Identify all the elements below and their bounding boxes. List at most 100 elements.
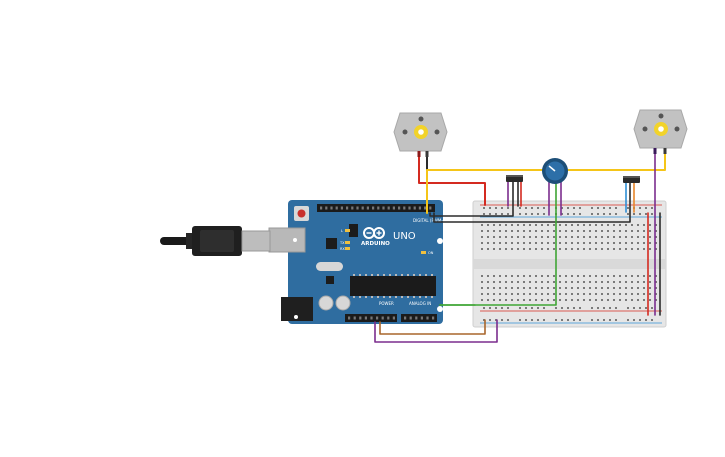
breadboard-hole — [511, 299, 513, 301]
analog-header-label: ANALOG IN — [409, 301, 431, 306]
breadboard-rail-hole — [567, 319, 569, 321]
power-header-label: POWER — [379, 301, 394, 306]
breadboard-hole — [505, 248, 507, 250]
breadboard-hole — [481, 242, 483, 244]
breadboard[interactable] — [472, 200, 667, 328]
breadboard-rail-hole — [531, 213, 533, 215]
header-pin — [392, 316, 395, 320]
breadboard-hole — [607, 287, 609, 289]
breadboard-hole — [595, 299, 597, 301]
breadboard-hole — [565, 281, 567, 283]
breadboard-hole — [607, 224, 609, 226]
breadboard-rail-hole — [519, 207, 521, 209]
usb-strain-relief — [186, 233, 194, 249]
breadboard-hole — [505, 236, 507, 238]
usb-plug-icon[interactable] — [160, 226, 271, 256]
breadboard-hole — [499, 224, 501, 226]
breadboard-rail-hole — [537, 213, 539, 215]
atmega-chip — [350, 276, 436, 296]
wire-purple-5v[interactable] — [374, 319, 498, 343]
dc-motor-icon[interactable] — [393, 112, 448, 157]
breadboard-hole — [583, 230, 585, 232]
wire-black-pin-to-transistor-left[interactable] — [429, 181, 514, 217]
breadboard-hole — [541, 299, 543, 301]
breadboard-hole — [577, 275, 579, 277]
breadboard-hole — [589, 281, 591, 283]
transistor-icon[interactable] — [506, 175, 523, 182]
breadboard-rail-hole — [627, 319, 629, 321]
breadboard-rail-hole — [567, 207, 569, 209]
breadboard-hole — [589, 275, 591, 277]
breadboard-hole — [535, 236, 537, 238]
breadboard-rail-hole — [561, 213, 563, 215]
breadboard-hole — [631, 248, 633, 250]
mounting-hole — [437, 306, 443, 312]
breadboard-rail-hole — [519, 319, 521, 321]
arduino-uno-board[interactable]: ARDUINO UNO DIGITAL (PWM~) ANALOG IN POW… — [268, 200, 447, 324]
breadboard-rail-hole — [573, 213, 575, 215]
chip-pin — [359, 274, 361, 276]
breadboard-hole — [499, 230, 501, 232]
breadboard-hole — [541, 248, 543, 250]
breadboard-hole — [511, 230, 513, 232]
chip-pin — [431, 274, 433, 276]
wire-brown-gnd[interactable] — [379, 319, 486, 335]
chip-pin — [371, 274, 373, 276]
header-pin — [346, 206, 349, 210]
header-pin — [420, 316, 423, 320]
breadboard-hole — [541, 281, 543, 283]
breadboard-hole — [541, 293, 543, 295]
breadboard-rail-hole — [483, 207, 485, 209]
breadboard-hole — [577, 281, 579, 283]
breadboard-hole — [511, 293, 513, 295]
breadboard-hole — [487, 299, 489, 301]
breadboard-rail-hole — [597, 207, 599, 209]
breadboard-hole — [547, 242, 549, 244]
breadboard-rail-hole — [501, 213, 503, 215]
breadboard-hole — [655, 299, 657, 301]
breadboard-hole — [499, 287, 501, 289]
breadboard-hole — [601, 293, 603, 295]
digital-header[interactable] — [317, 204, 435, 212]
chip-pin — [389, 296, 391, 298]
breadboard-hole — [487, 281, 489, 283]
breadboard-hole — [595, 230, 597, 232]
analog-header[interactable] — [401, 314, 437, 322]
header-pin — [330, 206, 333, 210]
chip-pin — [365, 274, 367, 276]
header-pin — [361, 206, 364, 210]
breadboard-hole — [499, 242, 501, 244]
breadboard-hole — [559, 275, 561, 277]
breadboard-hole — [631, 236, 633, 238]
breadboard-hole — [529, 275, 531, 277]
breadboard-hole — [589, 248, 591, 250]
breadboard-hole — [529, 293, 531, 295]
breadboard-hole — [565, 230, 567, 232]
breadboard-hole — [535, 230, 537, 232]
breadboard-hole — [535, 299, 537, 301]
breadboard-hole — [547, 287, 549, 289]
transistor-icon[interactable] — [623, 176, 640, 183]
wire-red-motor-left[interactable] — [418, 156, 486, 206]
capacitor-2 — [335, 295, 351, 311]
breadboard-hole — [577, 236, 579, 238]
breadboard-hole — [637, 242, 639, 244]
header-pin — [403, 206, 406, 210]
breadboard-hole — [493, 287, 495, 289]
breadboard-hole — [547, 248, 549, 250]
breadboard-hole — [529, 287, 531, 289]
wire-green-pot-to-analog[interactable] — [439, 179, 557, 306]
dc-motor-icon[interactable] — [633, 109, 688, 154]
breadboard-hole — [565, 275, 567, 277]
breadboard-hole — [553, 224, 555, 226]
breadboard-hole — [559, 236, 561, 238]
motor-left-mount — [418, 116, 424, 122]
potentiometer-icon[interactable] — [542, 158, 568, 184]
wire-black-pin-to-transistor-right[interactable] — [433, 182, 631, 223]
breadboard-hole — [619, 275, 621, 277]
breadboard-rail-hole — [525, 213, 527, 215]
breadboard-hole — [655, 281, 657, 283]
breadboard-hole — [631, 224, 633, 226]
chip-pin — [377, 274, 379, 276]
